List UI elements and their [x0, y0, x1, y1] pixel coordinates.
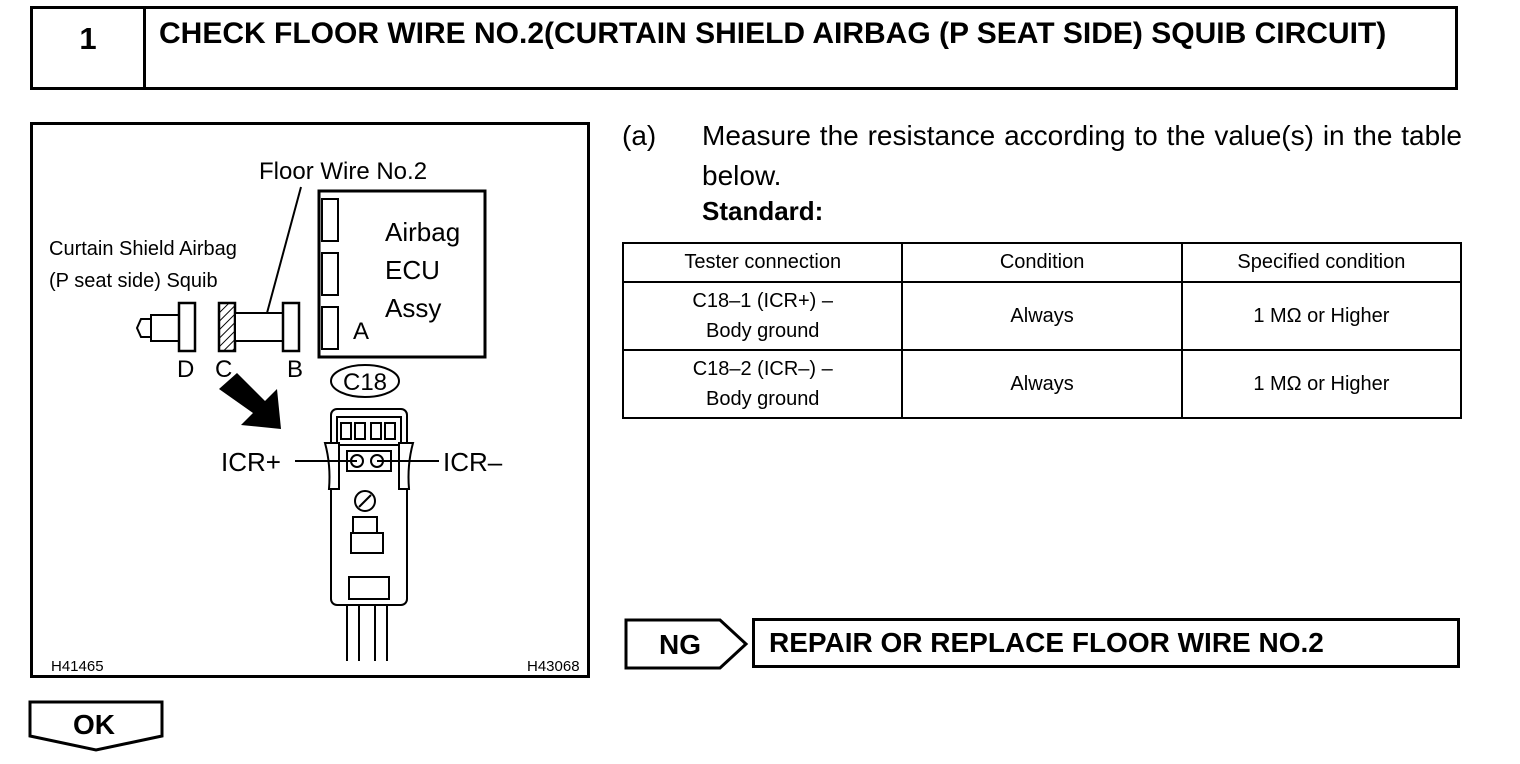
- letter-b: B: [287, 356, 303, 383]
- letter-c: C: [215, 356, 232, 383]
- icr-minus-label: ICR–: [443, 447, 503, 477]
- ng-result-box: REPAIR OR REPLACE FLOOR WIRE NO.2: [752, 618, 1460, 668]
- arrow-icon: [219, 373, 281, 429]
- spec-table: Tester connection Condition Specified co…: [621, 242, 1463, 419]
- table-header-row: Tester connection Condition Specified co…: [621, 242, 1463, 283]
- step-title: CHECK FLOOR WIRE NO.2(CURTAIN SHIELD AIR…: [159, 17, 1387, 50]
- spec-cell: 1 MΩ or Higher: [1180, 349, 1463, 419]
- header-condition: Condition: [901, 242, 1183, 283]
- airbag-ecu-box: [317, 189, 487, 359]
- condition-cell: Always: [901, 349, 1183, 419]
- figure-code-left: H41465: [51, 658, 104, 675]
- ecu-label-line3: Assy: [385, 293, 441, 323]
- squib-plug: [135, 318, 152, 338]
- standard-label: Standard:: [702, 196, 824, 226]
- connector-id: C18: [343, 369, 387, 396]
- ng-label: NG: [659, 629, 701, 660]
- squib-label-line1: Curtain Shield Airbag: [49, 238, 237, 260]
- table-row: C18–2 (ICR–) – Body ground Always 1 MΩ o…: [621, 349, 1463, 419]
- tester-connection-cell: C18–2 (ICR–) – Body ground: [621, 349, 904, 419]
- letter-d: D: [177, 356, 194, 383]
- connector-c: [217, 301, 237, 353]
- connector-b: [281, 301, 301, 353]
- squib-label-line2: (P seat side) Squib: [49, 270, 218, 292]
- tester-connection-cell: C18–1 (ICR+) – Body ground: [621, 281, 904, 351]
- tester-connection-line1: C18–2 (ICR–) –: [692, 358, 833, 380]
- step-number: 1: [33, 9, 146, 87]
- connector-id-oval: [330, 364, 400, 398]
- instruction-text: Measure the resistance according to the …: [702, 120, 1462, 191]
- step-header: 1 CHECK FLOOR WIRE NO.2(CURTAIN SHIELD A…: [30, 6, 1458, 90]
- c18-connector: [323, 408, 415, 661]
- squib-stub: [150, 314, 180, 342]
- tester-connection-line2: Body ground: [706, 320, 820, 342]
- wiring-diagram: Floor Wire No.2 Curtain Shield Airbag (P…: [30, 122, 590, 678]
- ecu-connector-slot-2: [321, 252, 339, 296]
- letter-a: A: [353, 318, 369, 345]
- table-row: C18–1 (ICR+) – Body ground Always 1 MΩ o…: [621, 281, 1463, 351]
- icr-plus-label: ICR+: [221, 447, 281, 477]
- ng-tag: NG: [624, 618, 750, 675]
- tester-connection-line1: C18–1 (ICR+) –: [692, 290, 834, 312]
- header-tester-connection: Tester connection: [621, 242, 904, 283]
- instruction-label: (a): [622, 120, 657, 151]
- floor-wire-body: [234, 312, 284, 342]
- ecu-connector-slot-3: [321, 306, 339, 350]
- spec-cell: 1 MΩ or Higher: [1180, 281, 1463, 351]
- header-specified-condition: Specified condition: [1180, 242, 1463, 283]
- ok-label: OK: [73, 709, 115, 740]
- ecu-label-line2: ECU: [385, 255, 440, 285]
- ecu-connector-slot-1: [321, 198, 339, 242]
- connector-d: [177, 301, 197, 353]
- figure-code-right: H43068: [527, 658, 580, 675]
- floor-wire-leader: [266, 186, 302, 314]
- ecu-label-line1: Airbag: [385, 217, 460, 247]
- condition-cell: Always: [901, 281, 1183, 351]
- ok-tag: OK: [28, 700, 168, 759]
- tester-connection-line2: Body ground: [706, 388, 820, 410]
- floor-wire-label: Floor Wire No.2: [259, 158, 427, 185]
